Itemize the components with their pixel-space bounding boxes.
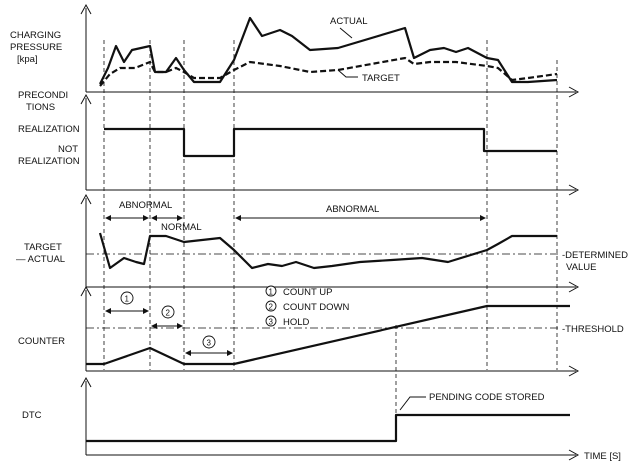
legend-1-badge xyxy=(265,285,277,297)
panel4-y-axis-arrow xyxy=(80,285,92,297)
legend-2-text: COUNT DOWN xyxy=(283,302,349,313)
actual-pressure-line xyxy=(99,16,558,85)
count-up-badge xyxy=(120,291,134,305)
target-label: TARGET xyxy=(362,73,400,84)
actual-leader xyxy=(339,27,353,39)
panel1-x-axis-arrow xyxy=(568,86,580,98)
abnormal-1-label: ABNORMAL xyxy=(119,200,172,211)
legend-3-text: HOLD xyxy=(283,317,310,328)
panel3-target-minus-actual: TARGET — ACTUAL -DETERMINED VALUE ABNORM… xyxy=(16,200,628,273)
legend-1-number: 1 xyxy=(269,288,274,297)
panel1-ylabel-line2: PRESSURE xyxy=(10,42,62,53)
count-down-number: 2 xyxy=(166,309,171,318)
legend-2-badge xyxy=(265,300,277,312)
counter-line xyxy=(86,304,570,366)
panel5-y-axis-arrow xyxy=(80,376,92,388)
panel1-y-axis-arrow xyxy=(80,3,92,15)
panel5-ylabel: DTC xyxy=(22,410,42,421)
hold-badge xyxy=(202,335,216,349)
axes xyxy=(80,3,580,461)
target-pressure-line xyxy=(99,56,558,87)
realization-label: REALIZATION xyxy=(18,124,80,135)
time-axis-label: TIME [S] xyxy=(584,451,621,462)
time-axis-arrow xyxy=(568,449,580,461)
count-up-number: 1 xyxy=(125,295,130,304)
legend-3-number: 3 xyxy=(269,318,274,327)
panel2-ylabel-line1: PRECONDI xyxy=(18,90,68,101)
not-realization-label-line1: NOT xyxy=(58,144,78,155)
panel3-y-axis-arrow xyxy=(80,193,92,205)
normal-label: NORMAL xyxy=(161,222,202,233)
abnormal-2-label: ABNORMAL xyxy=(326,204,379,215)
panel4-ylabel: COUNTER xyxy=(18,336,65,347)
target-leader xyxy=(337,69,358,78)
panel4-counter: COUNTER -THRESHOLD 1 COUNT UP 2 COUNT DO… xyxy=(18,285,624,366)
panel1-ylabel-line1: CHARGING xyxy=(10,30,61,41)
legend-2-number: 2 xyxy=(269,303,274,312)
difference-line xyxy=(98,232,557,270)
panel3-x-axis-arrow xyxy=(568,281,580,293)
panel2-x-axis-arrow xyxy=(568,184,580,196)
threshold-label: -THRESHOLD xyxy=(562,324,624,335)
actual-label: ACTUAL xyxy=(330,16,367,27)
panel5-dtc: DTC PENDING CODE STORED xyxy=(22,392,570,443)
pending-code-label: PENDING CODE STORED xyxy=(429,392,545,403)
determined-value-label-line2: VALUE xyxy=(566,262,596,273)
pending-code-leader xyxy=(399,396,426,411)
not-realization-label-line2: REALIZATION xyxy=(18,156,80,167)
panel3-ylabel-line2: — ACTUAL xyxy=(16,254,65,265)
panel2-ylabel-line2: TIONS xyxy=(26,102,55,113)
panel4-x-axis-arrow xyxy=(568,365,580,377)
dtc-signal xyxy=(86,413,570,443)
legend-1-text: COUNT UP xyxy=(283,287,332,298)
time-guides xyxy=(103,40,558,440)
counter-legend: 1 COUNT UP 2 COUNT DOWN 3 HOLD xyxy=(265,285,349,328)
panel1-charging-pressure: CHARGING PRESSURE [kpa] ACTUAL TARGET xyxy=(10,16,558,87)
panel1-ylabel-line3: [kpa] xyxy=(17,54,38,65)
determined-value-label-line1: -DETERMINED xyxy=(562,250,628,261)
hold-number: 3 xyxy=(207,339,212,348)
panel2-y-axis-arrow xyxy=(80,93,92,105)
panel2-preconditions: PRECONDI TIONS REALIZATION NOT REALIZATI… xyxy=(18,90,557,167)
count-down-badge xyxy=(161,305,175,319)
precondition-signal xyxy=(104,127,557,158)
panel3-ylabel-line1: TARGET xyxy=(24,242,62,253)
legend-3-badge xyxy=(265,315,277,327)
